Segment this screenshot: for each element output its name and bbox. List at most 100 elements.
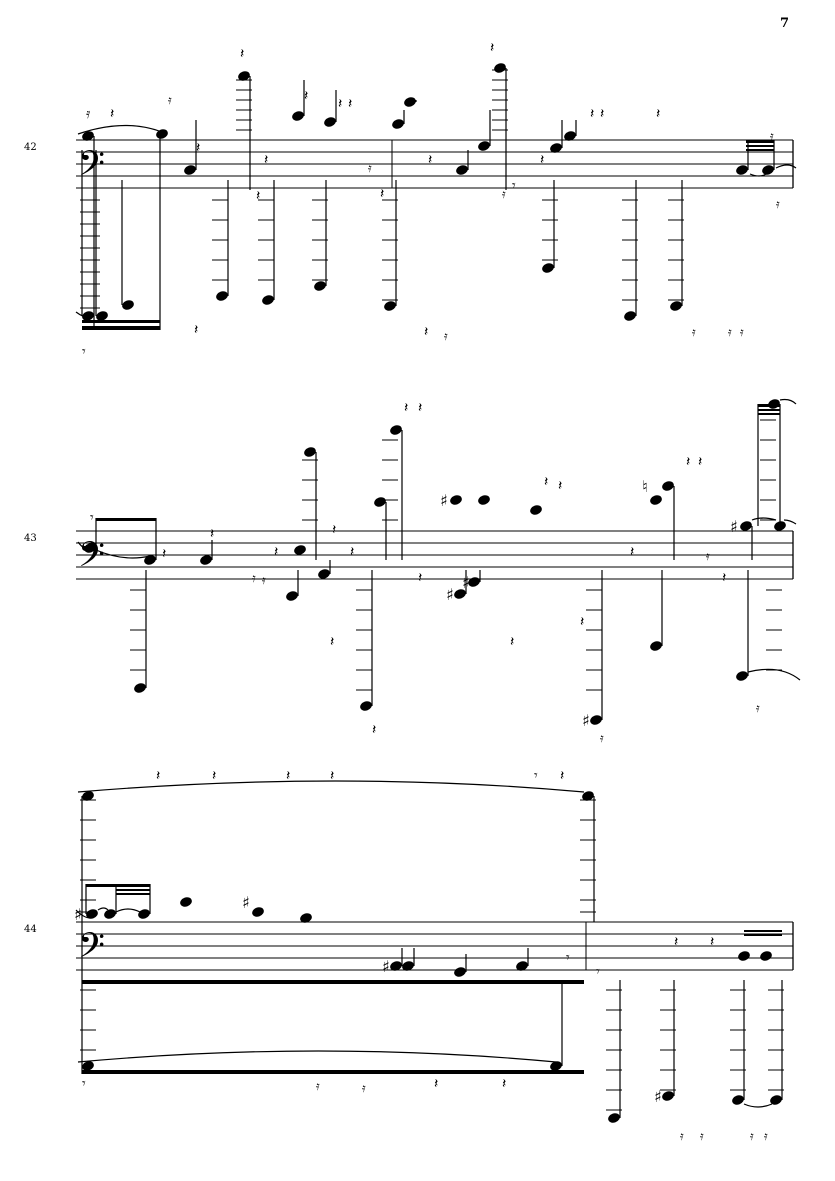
svg-text:𝄽: 𝄽 — [558, 478, 562, 494]
svg-text:𝄿: 𝄿 — [368, 161, 372, 175]
svg-text:𝄽: 𝄽 — [686, 454, 690, 470]
svg-text:𝄿: 𝄿 — [680, 1129, 684, 1143]
staff-lines — [76, 530, 793, 580]
svg-text:𝄽: 𝄽 — [428, 152, 432, 168]
svg-text:𝄿: 𝄿 — [692, 325, 696, 339]
svg-text:𝄾: 𝄾 — [512, 178, 516, 194]
svg-text:𝄿: 𝄿 — [750, 1129, 754, 1143]
note-heads — [84, 399, 786, 725]
svg-text:𝄽: 𝄽 — [194, 322, 198, 338]
rests: 𝄿 𝄽 𝄿 𝄽 𝄽 𝄽 𝄽 𝄽 𝄽 𝄽 𝄿 𝄽 𝄽 𝄽 𝄿 𝄾 𝄽 𝄽 𝄽 𝄽 … — [82, 40, 780, 360]
ties — [75, 780, 773, 1108]
staff-system-1: 𝄢 — [75, 40, 797, 360]
svg-text:𝄿: 𝄿 — [770, 129, 774, 143]
ties — [77, 398, 801, 681]
svg-text:♯: ♯ — [462, 573, 470, 592]
svg-text:𝄽: 𝄽 — [424, 324, 428, 340]
beams — [96, 404, 780, 521]
svg-text:𝄿: 𝄿 — [600, 731, 604, 745]
svg-text:♯: ♯ — [730, 517, 738, 536]
staff-system-2: 𝄢 — [76, 398, 801, 745]
svg-text:𝄽: 𝄽 — [698, 454, 702, 470]
svg-text:𝄽: 𝄽 — [372, 722, 376, 738]
svg-text:𝄽: 𝄽 — [330, 768, 334, 784]
svg-text:𝄽: 𝄽 — [674, 934, 678, 950]
ties — [75, 124, 797, 319]
svg-text:𝄿: 𝄿 — [262, 573, 266, 587]
svg-text:♯: ♯ — [74, 905, 82, 924]
staff-system-3: 𝄢 — [74, 768, 794, 1143]
svg-text:𝄽: 𝄽 — [110, 106, 114, 122]
beams — [82, 140, 774, 330]
svg-text:𝄾: 𝄾 — [82, 344, 86, 360]
svg-text:𝄽: 𝄽 — [540, 152, 544, 168]
svg-text:♯: ♯ — [654, 1087, 662, 1106]
accidentals: ♯ ♯ ♯ ♯ ♮ ♯ — [440, 477, 738, 730]
staff-lines — [76, 921, 793, 971]
svg-text:𝄽: 𝄽 — [348, 96, 352, 112]
svg-text:♯: ♯ — [440, 491, 448, 510]
svg-text:𝄽: 𝄽 — [590, 106, 594, 122]
svg-text:𝄿: 𝄿 — [764, 1129, 768, 1143]
accidentals: ♯ ♯ ♯ ♯ — [74, 893, 662, 1106]
svg-text:𝄽: 𝄽 — [502, 1076, 506, 1092]
svg-text:𝄿: 𝄿 — [86, 106, 91, 122]
svg-text:𝄽: 𝄽 — [710, 934, 714, 950]
svg-text:𝄿: 𝄿 — [168, 93, 172, 107]
page-number: 7 — [780, 16, 790, 31]
svg-text:𝄽: 𝄽 — [212, 768, 216, 784]
svg-text:𝄽: 𝄽 — [418, 570, 422, 586]
svg-text:𝄾: 𝄾 — [534, 768, 538, 784]
bass-clef: 𝄢 — [78, 534, 105, 583]
svg-text:𝄿: 𝄿 — [316, 1079, 320, 1093]
svg-text:𝄽: 𝄽 — [210, 526, 214, 542]
svg-text:𝄽: 𝄽 — [490, 40, 494, 56]
svg-text:𝄿: 𝄿 — [700, 1129, 704, 1143]
svg-text:𝄾: 𝄾 — [82, 1076, 86, 1092]
measure-number-44: 44 — [24, 924, 37, 935]
svg-text:𝄽: 𝄽 — [434, 1076, 438, 1092]
measure-number-42: 42 — [24, 142, 37, 153]
svg-text:𝄽: 𝄽 — [240, 46, 244, 62]
svg-text:𝄽: 𝄽 — [162, 546, 166, 562]
svg-text:𝄽: 𝄽 — [196, 140, 200, 156]
svg-text:𝄽: 𝄽 — [274, 544, 278, 560]
svg-text:𝄽: 𝄽 — [404, 400, 408, 416]
svg-text:𝄿: 𝄿 — [444, 329, 448, 343]
svg-text:𝄽: 𝄽 — [332, 522, 336, 538]
stems — [81, 796, 783, 1118]
svg-text:𝄽: 𝄽 — [256, 188, 260, 204]
svg-text:𝄾: 𝄾 — [90, 510, 94, 526]
svg-text:♯: ♯ — [242, 893, 250, 912]
beams — [82, 884, 782, 1074]
stems — [81, 68, 775, 330]
svg-text:𝄽: 𝄽 — [600, 106, 604, 122]
staff-lines — [76, 139, 793, 189]
svg-text:𝄿: 𝄿 — [706, 549, 710, 563]
svg-text:𝄽: 𝄽 — [560, 768, 564, 784]
svg-text:♯: ♯ — [582, 711, 590, 730]
svg-text:𝄽: 𝄽 — [156, 768, 160, 784]
rests: 𝄾 𝄽 𝄽 𝄿 𝄿 𝄽 𝄽 𝄽 𝄽 𝄽 𝄽 𝄽 𝄽 𝄽 𝄽 𝄽 𝄽 𝄿 𝄽 𝄽 … — [90, 400, 760, 745]
measure-number-43: 43 — [24, 533, 37, 544]
note-heads — [82, 791, 782, 1123]
svg-text:♮: ♮ — [642, 477, 648, 496]
svg-text:𝄽: 𝄽 — [330, 634, 334, 650]
ledger-lines — [130, 419, 782, 691]
svg-text:𝄽: 𝄽 — [350, 544, 354, 560]
svg-text:𝄽: 𝄽 — [286, 768, 290, 784]
svg-text:𝄽: 𝄽 — [544, 474, 548, 490]
svg-text:𝄽: 𝄽 — [722, 570, 726, 586]
svg-text:𝄽: 𝄽 — [338, 96, 342, 112]
svg-text:𝄽: 𝄽 — [380, 186, 384, 202]
svg-text:𝄿: 𝄿 — [362, 1081, 366, 1095]
svg-text:𝄿: 𝄿 — [740, 325, 744, 339]
svg-text:𝄽: 𝄽 — [630, 544, 634, 560]
svg-text:♯: ♯ — [446, 585, 454, 604]
note-heads — [82, 63, 774, 321]
svg-text:♯: ♯ — [382, 957, 390, 976]
svg-text:𝄿: 𝄿 — [728, 325, 732, 339]
svg-text:𝄿: 𝄿 — [756, 701, 760, 715]
svg-text:𝄿: 𝄿 — [776, 197, 780, 211]
svg-text:𝄿: 𝄿 — [252, 571, 256, 585]
